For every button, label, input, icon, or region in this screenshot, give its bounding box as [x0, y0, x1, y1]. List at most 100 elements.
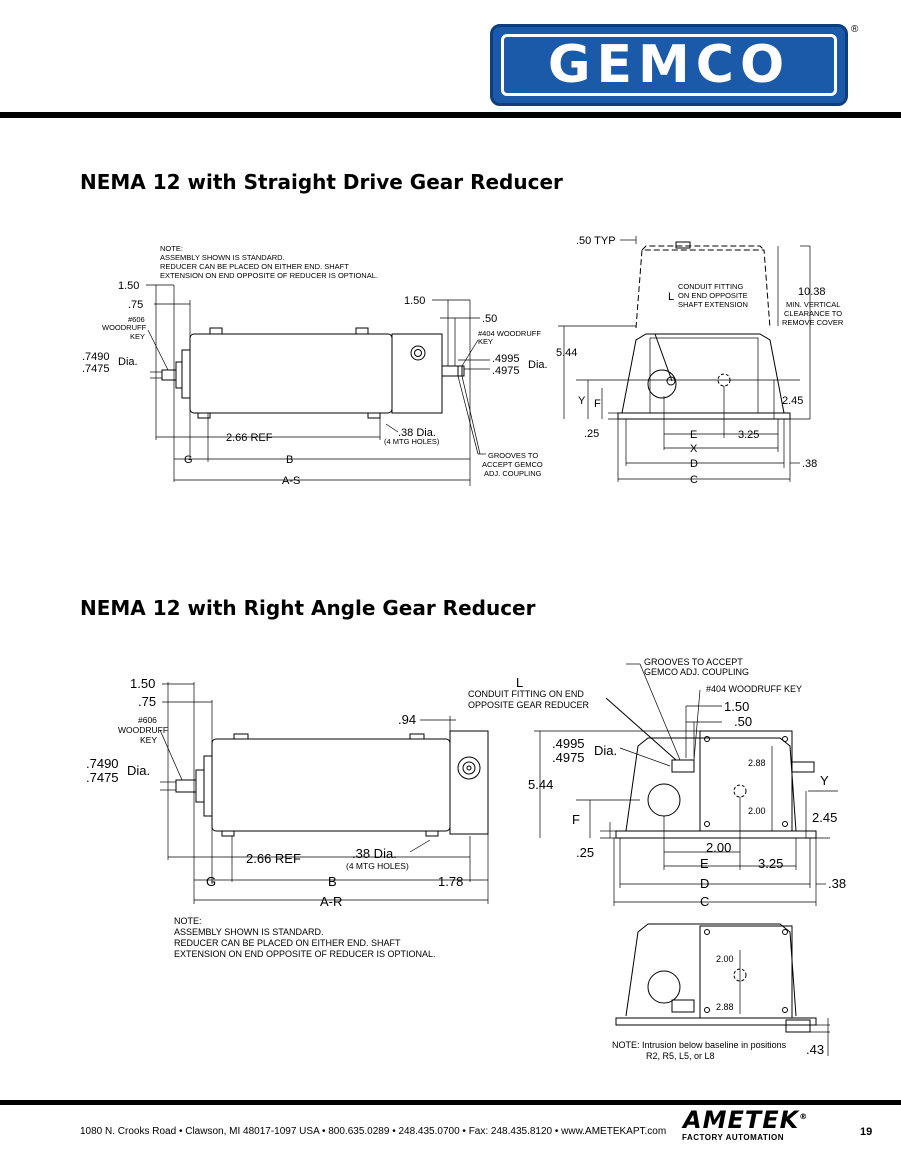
dim-label: Y	[578, 395, 586, 407]
dim-label: 5.44	[528, 777, 553, 792]
dim-label: KEY	[130, 332, 145, 341]
gemco-logo-text: GEMCO	[501, 34, 837, 96]
dim-label: OPPOSITE GEAR REDUCER	[468, 700, 590, 710]
dim-label: 2.88	[748, 758, 766, 768]
s1-side-view	[617, 241, 791, 420]
dim-label: E	[700, 856, 709, 871]
s1-note-line: EXTENSION ON END OPPOSITE OF REDUCER IS …	[160, 271, 378, 280]
dim-label: .38	[828, 876, 846, 891]
registered-mark: ®	[851, 24, 859, 35]
header-rule	[0, 112, 901, 118]
s1-side-labels: .50 TYP L 10.38 5.44 Y F 2.45 .25 E 3.25…	[556, 235, 826, 486]
dim-label: L	[516, 675, 523, 690]
s1-side-small-labels: CONDUIT FITTING ON END OPPOSITE SHAFT EX…	[678, 282, 844, 327]
s2-side-dims	[534, 663, 838, 906]
dim-label: 10.38	[798, 286, 826, 298]
ametek-logo: AMETEK®	[683, 1106, 808, 1134]
dim-label: F	[594, 398, 601, 410]
dim-label: ON END OPPOSITE	[678, 291, 748, 300]
dim-label: CONDUIT FITTING	[678, 282, 743, 291]
dim-label: Dia.	[127, 763, 150, 778]
dim-label: C	[700, 894, 709, 909]
dim-label: .50	[482, 313, 497, 325]
gemco-logo: GEMCO	[490, 24, 848, 106]
s1-note-line: NOTE:	[160, 244, 183, 253]
s2-side-view	[605, 697, 817, 839]
dim-label: .4975	[552, 750, 585, 765]
section1-title: NEMA 12 with Straight Drive Gear Reducer	[80, 170, 563, 194]
dim-label: A-S	[282, 475, 300, 487]
dim-label: L	[668, 291, 674, 303]
ametek-registered-mark: ®	[799, 1112, 809, 1121]
dim-label: Dia.	[594, 743, 617, 758]
dim-label: .7475	[82, 363, 110, 375]
dim-label: (4 MTG HOLES)	[346, 861, 409, 871]
dim-label: .38 Dia.	[352, 846, 397, 861]
dim-label: WOODRUFF	[118, 725, 168, 735]
s2-bottom-dims	[739, 950, 830, 1056]
s1-front-view	[161, 327, 465, 419]
dim-label: GROOVES TO ACCEPT	[644, 657, 743, 667]
footer-rule	[0, 1100, 901, 1105]
s1-front-dims	[146, 284, 490, 486]
s1-front-labels: 1.50 .75 .7490 .7475 Dia. 1.50 .50 .4995…	[82, 280, 548, 487]
dim-label: B	[286, 454, 293, 466]
dim-label: KEY	[140, 735, 157, 745]
dim-label: 2.45	[782, 395, 803, 407]
s2-front-view	[175, 730, 489, 837]
dim-label: NOTE: Intrusion below baseline in positi…	[612, 1040, 787, 1050]
dim-label: X	[690, 443, 698, 455]
dim-label: R2, R5, L5, or L8	[646, 1051, 715, 1061]
dim-label: GEMCO ADJ. COUPLING	[644, 667, 749, 677]
dim-label: MIN. VERTICAL	[786, 300, 840, 309]
dim-label: 1.50	[404, 295, 425, 307]
dim-label: .50	[734, 714, 752, 729]
dim-label: A-R	[320, 894, 342, 909]
dim-label: ADJ. COUPLING	[484, 469, 542, 478]
dim-label: G	[206, 874, 216, 889]
dim-label: 2.00	[706, 840, 731, 855]
dim-label: C	[690, 474, 698, 486]
dim-label: .38	[802, 458, 817, 470]
ametek-logo-text: AMETEK	[683, 1106, 800, 1134]
dim-label: (4 MTG HOLES)	[384, 437, 440, 446]
dim-label: E	[690, 429, 697, 441]
dim-label: 1.50	[130, 676, 155, 691]
dim-label: .38 Dia.	[398, 427, 436, 439]
dim-label: .7475	[86, 770, 119, 785]
dim-label: #404 WOODRUFF KEY	[706, 684, 802, 694]
dim-label: WOODRUFF	[102, 323, 147, 332]
s2-side-labels: L 1.50 .50 .4995 .4975 Dia. Y 5.44 F 2.4…	[516, 675, 846, 909]
s2-note: NOTE: ASSEMBLY SHOWN IS STANDARD. REDUCE…	[174, 916, 436, 959]
s1-note-line: REDUCER CAN BE PLACED ON EITHER END. SHA…	[160, 262, 349, 271]
dim-label: #404 WOODRUFF	[478, 329, 541, 338]
dim-label: .4975	[492, 365, 520, 377]
s2-note-line: EXTENSION ON END OPPOSITE OF REDUCER IS …	[174, 949, 436, 959]
s2-front-labels: 1.50 .75 .7490 .7475 Dia. .94 2.66 REF .…	[86, 676, 463, 909]
dim-label: 2.88	[716, 1002, 734, 1012]
dim-label: Dia.	[118, 356, 138, 368]
s2-front-small-labels: #606 WOODRUFF KEY (4 MTG HOLES)	[118, 715, 409, 871]
dim-label: CONDUIT FITTING ON END	[468, 689, 584, 699]
dim-label: .25	[576, 845, 594, 860]
dim-label: Dia.	[528, 359, 548, 371]
dim-label: .43	[806, 1042, 824, 1057]
dim-label: ACCEPT GEMCO	[482, 460, 543, 469]
s2-front-dims	[159, 682, 489, 904]
dim-label: .4995	[552, 736, 585, 751]
dim-label: .7490	[82, 351, 110, 363]
dim-label: .7490	[86, 756, 119, 771]
dim-label: 2.66 REF	[226, 432, 273, 444]
section2-title: NEMA 12 with Right Angle Gear Reducer	[80, 596, 536, 620]
ametek-subtitle: FACTORY AUTOMATION	[682, 1133, 785, 1142]
dim-label: F	[572, 812, 580, 827]
dim-label: #606	[128, 315, 145, 324]
s1-note-line: ASSEMBLY SHOWN IS STANDARD.	[160, 253, 285, 262]
dim-label: 1.50	[724, 699, 749, 714]
footer-address: 1080 N. Crooks Road • Clawson, MI 48017-…	[80, 1126, 667, 1137]
s1-note: NOTE: ASSEMBLY SHOWN IS STANDARD. REDUCE…	[160, 244, 378, 280]
s2-note-line: NOTE:	[174, 916, 202, 926]
dim-label: 2.66 REF	[246, 851, 301, 866]
dim-label: B	[328, 874, 337, 889]
dim-label: #606	[138, 715, 157, 725]
